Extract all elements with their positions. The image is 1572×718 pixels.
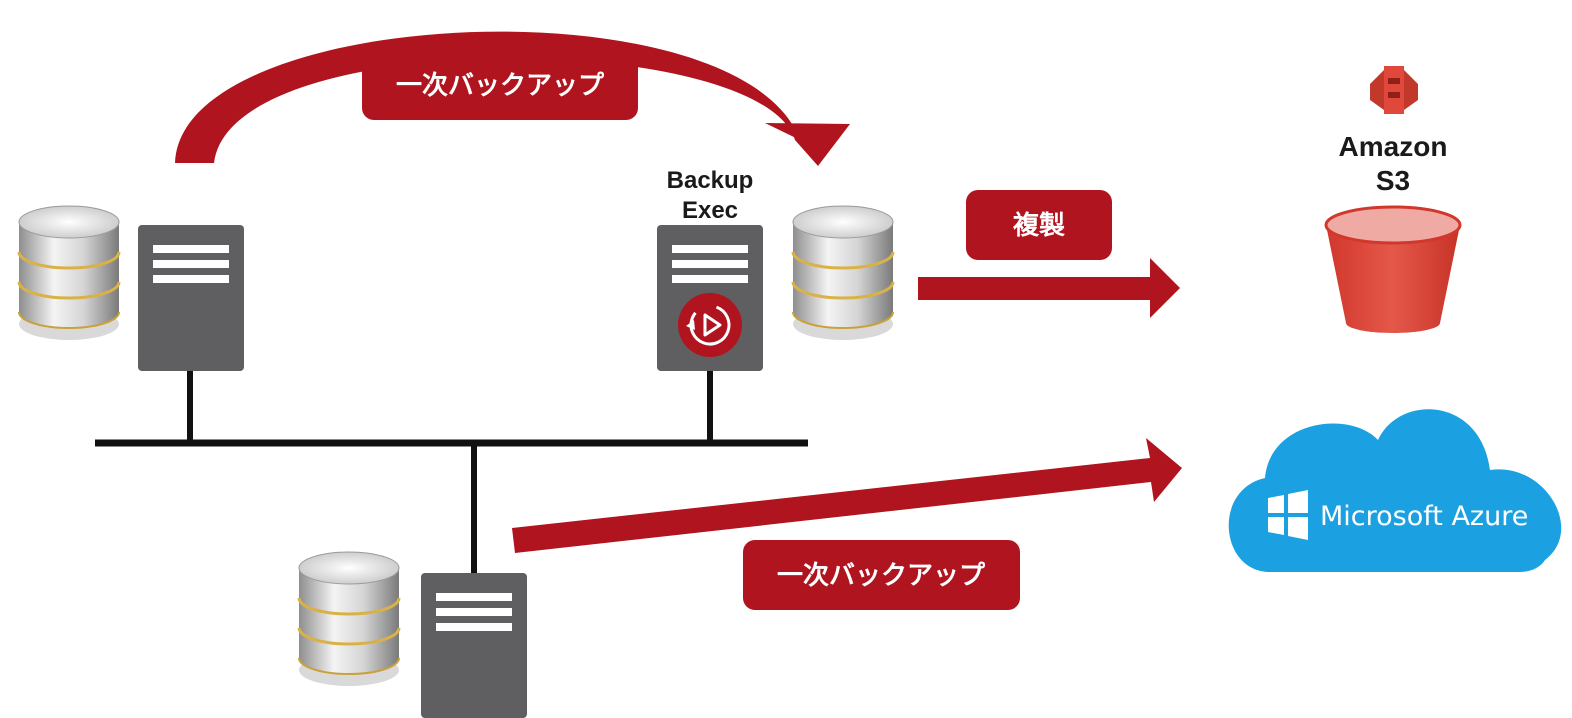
- azure-backup-arrow: [512, 438, 1182, 553]
- top-backup-label: 一次バックアップ: [362, 50, 638, 120]
- top-backup-label-text: 一次バックアップ: [396, 71, 605, 101]
- backup-exec-server: [657, 225, 763, 371]
- windows-logo-icon: [1268, 490, 1308, 540]
- source-database-bottom: [297, 550, 401, 688]
- replication-label-text: 複製: [1013, 210, 1065, 241]
- amazon-label-line1: Amazon: [1339, 131, 1448, 162]
- replication-label: 複製: [966, 190, 1112, 260]
- backup-exec-label-line2: Exec: [682, 197, 738, 224]
- amazon-label-line2: S3: [1376, 165, 1410, 196]
- s3-bucket-icon: [1324, 205, 1462, 333]
- backup-exec-logo-icon: [678, 293, 742, 357]
- aws-s3-icon: [1370, 66, 1418, 114]
- source-server-left: [138, 225, 244, 371]
- azure-cloud-icon: [1228, 409, 1562, 572]
- replication-arrow: [918, 258, 1180, 318]
- network-bus: [95, 370, 808, 575]
- top-backup-curved-arrow: [175, 31, 850, 166]
- bottom-backup-label: 一次バックアップ: [743, 540, 1020, 610]
- backup-exec-label-line1: Backup: [667, 167, 754, 194]
- source-database-left: [17, 204, 121, 342]
- azure-label: Microsoft Azure: [1320, 501, 1528, 532]
- source-server-bottom: [421, 573, 527, 718]
- bottom-backup-label-text: 一次バックアップ: [777, 561, 986, 591]
- backup-exec-database: [791, 204, 895, 342]
